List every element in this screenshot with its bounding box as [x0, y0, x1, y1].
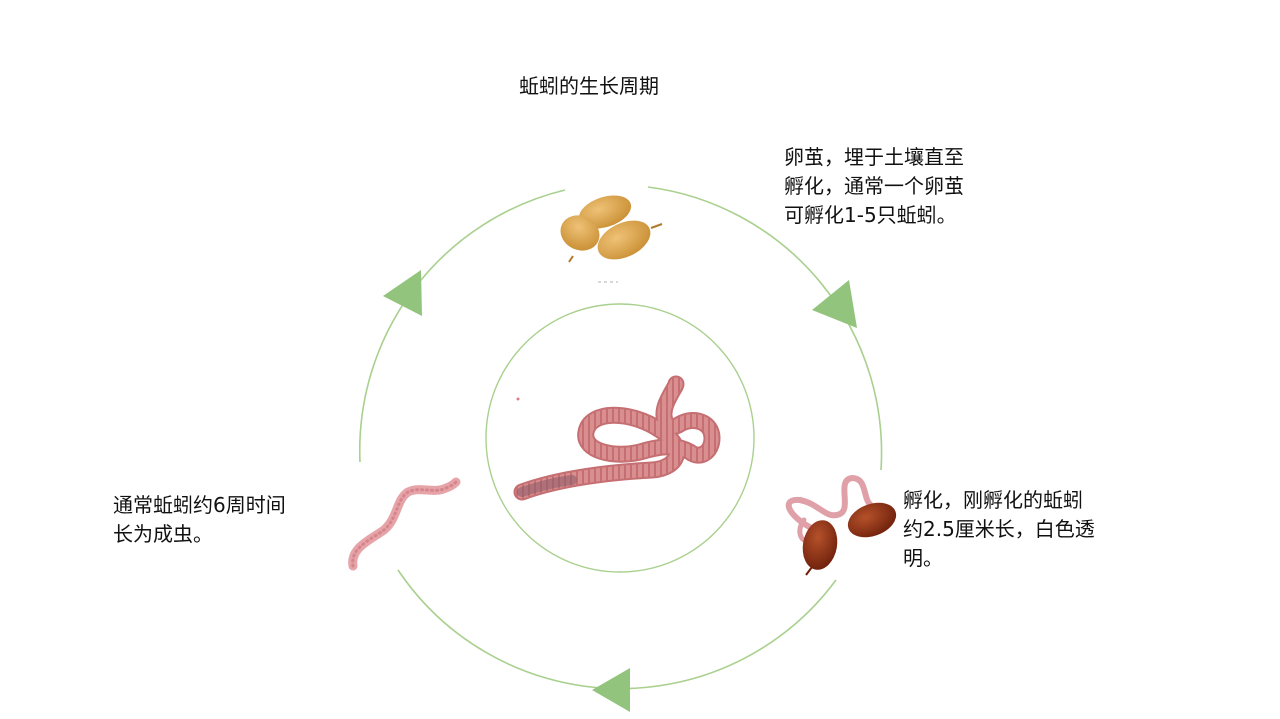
hatchling-caption-line-2: 约2.5厘米长，白色透	[903, 517, 1095, 541]
inner-circle	[485, 303, 755, 573]
hatchling-caption-line-3: 明。	[903, 546, 943, 570]
adult-caption-line-2: 长为成虫。	[113, 522, 213, 546]
cycle-ring	[358, 186, 883, 690]
diagram-title: 蚯蚓的生长周期	[519, 74, 659, 98]
cycle-arrows	[383, 270, 857, 712]
cocoon-caption-line-2: 孵化，通常一个卵茧	[784, 174, 964, 198]
cycle-arc-top-right	[647, 186, 883, 471]
young-worm-icon	[348, 477, 461, 571]
adult-caption: 通常蚯蚓约6周时间 长为成虫。	[113, 491, 286, 549]
cocoon-caption-line-3: 可孵化1-5只蚯蚓。	[784, 203, 957, 227]
hatchling-caption: 孵化，刚孵化的蚯蚓 约2.5厘米长，白色透 明。	[903, 486, 1095, 573]
cocoon-caption-line-1: 卵茧，埋于土壤直至	[784, 145, 964, 169]
cycle-arc-bottom	[397, 569, 837, 690]
hatchling-icon	[785, 474, 897, 576]
hatchling-caption-line-1: 孵化，刚孵化的蚯蚓	[903, 488, 1083, 512]
earthworm-icon	[513, 375, 721, 501]
cocoon-icon	[560, 195, 663, 283]
cocoon-caption: 卵茧，埋于土壤直至 孵化，通常一个卵茧 可孵化1-5只蚯蚓。	[784, 143, 964, 230]
adult-caption-line-1: 通常蚯蚓约6周时间	[113, 493, 286, 517]
cycle-arrow-icon	[812, 280, 857, 328]
cycle-arrow-icon	[383, 270, 422, 316]
cycle-arc-left	[358, 189, 566, 463]
cycle-arrow-icon	[592, 668, 630, 712]
